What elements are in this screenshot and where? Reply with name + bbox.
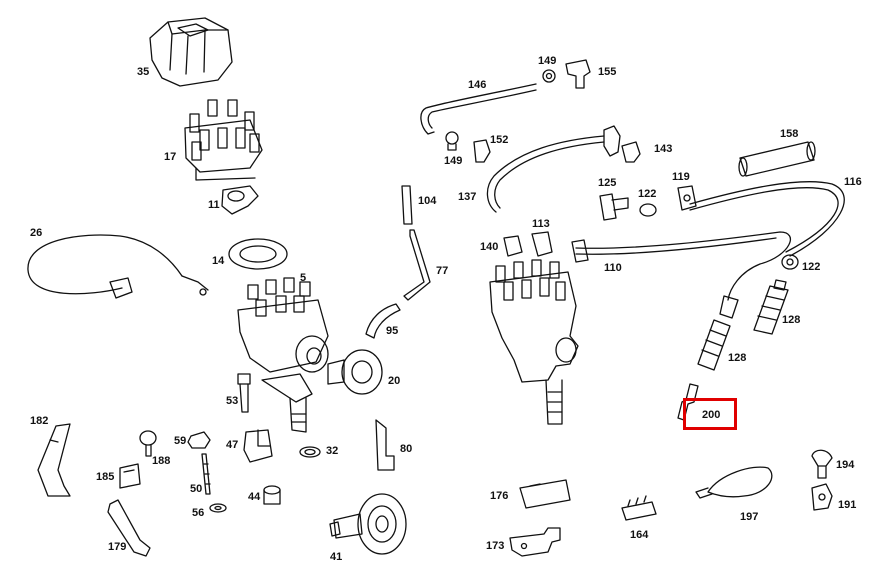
part-number-119: 119 [672, 171, 690, 183]
part-number-32: 32 [326, 445, 338, 457]
part-number-137: 137 [458, 191, 476, 203]
screw-188[interactable] [139, 430, 157, 457]
part-number-149-top: 149 [538, 55, 556, 67]
part-number-146: 146 [468, 79, 486, 91]
nut-59[interactable] [187, 431, 211, 449]
part-number-56: 56 [192, 507, 204, 519]
part-number-80: 80 [400, 443, 412, 455]
part-number-122-right: 122 [802, 261, 820, 273]
rotor-11[interactable] [221, 185, 259, 215]
drive-gear-41[interactable] [329, 493, 407, 555]
fitting-149[interactable] [445, 131, 459, 151]
part-number-158: 158 [780, 128, 798, 140]
part-number-128-left: 128 [728, 352, 746, 364]
bracket-179[interactable] [107, 499, 151, 557]
hose-elbow-95[interactable] [365, 303, 401, 339]
ht-cable-110[interactable] [571, 231, 792, 301]
distributor-cap-17[interactable] [184, 99, 263, 181]
part-number-143: 143 [654, 143, 672, 155]
boot-122-right[interactable] [781, 254, 799, 270]
part-number-152: 152 [490, 134, 508, 146]
vacuum-unit-20[interactable] [327, 349, 383, 395]
clip-185[interactable] [119, 463, 141, 489]
ht-cable-137[interactable] [486, 125, 621, 213]
part-number-176: 176 [490, 490, 508, 502]
sleeve-158[interactable] [738, 141, 816, 177]
connector-113[interactable] [531, 231, 553, 257]
part-number-104: 104 [418, 195, 437, 207]
distributor-cap-cover-35[interactable] [149, 17, 233, 87]
part-number-47: 47 [226, 439, 238, 451]
o-ring-32[interactable] [299, 446, 321, 458]
part-number-113: 113 [532, 218, 550, 230]
elbow-connector-155[interactable] [565, 59, 591, 89]
terminal-200[interactable] [677, 383, 699, 421]
part-number-197: 197 [740, 511, 758, 523]
vacuum-hose-77[interactable] [403, 229, 431, 301]
clip-194[interactable] [811, 449, 833, 479]
part-number-179: 179 [108, 541, 126, 553]
bracket-173[interactable] [509, 527, 561, 557]
distributor-body-right[interactable] [489, 259, 579, 425]
ignition-cable-26[interactable] [27, 234, 209, 299]
part-number-122: 122 [638, 188, 656, 200]
part-number-188: 188 [152, 455, 170, 467]
bushing-44[interactable] [263, 485, 281, 505]
part-number-182: 182 [30, 415, 48, 427]
washer-56[interactable] [209, 503, 227, 513]
part-number-128-right: 128 [782, 314, 800, 326]
clip-191[interactable] [811, 483, 833, 511]
bracket-47[interactable] [243, 429, 273, 463]
part-number-200: 200 [702, 409, 720, 421]
clip-119[interactable] [677, 185, 697, 211]
vacuum-tube-104[interactable] [401, 185, 413, 225]
clamp-164[interactable] [621, 495, 657, 521]
part-number-116: 116 [844, 176, 862, 188]
connector-143[interactable] [621, 141, 641, 163]
part-number-50: 50 [190, 483, 202, 495]
part-number-5: 5 [300, 272, 306, 284]
part-number-20: 20 [388, 375, 400, 387]
part-number-53: 53 [226, 395, 238, 407]
fitting-149-top[interactable] [542, 69, 556, 83]
part-number-35: 35 [137, 66, 149, 78]
bracket-182[interactable] [37, 423, 71, 497]
part-number-164: 164 [630, 529, 649, 541]
part-number-26: 26 [30, 227, 42, 239]
part-number-185: 185 [96, 471, 114, 483]
part-number-173: 173 [486, 540, 504, 552]
part-number-11: 11 [208, 199, 220, 211]
part-number-140: 140 [480, 241, 498, 253]
connector-152[interactable] [473, 139, 491, 163]
bolt-53[interactable] [237, 373, 251, 413]
part-number-110: 110 [604, 262, 622, 274]
hose-bend-80[interactable] [375, 419, 395, 471]
part-number-77: 77 [436, 265, 448, 277]
highlight-box-200 [683, 398, 737, 430]
part-number-155: 155 [598, 66, 616, 78]
gasket-ring-14[interactable] [228, 238, 288, 270]
part-number-194: 194 [836, 459, 855, 471]
ht-cable-116[interactable] [689, 181, 845, 257]
cover-176[interactable] [519, 479, 571, 509]
part-number-95: 95 [386, 325, 398, 337]
part-number-14: 14 [212, 255, 225, 267]
part-number-44: 44 [248, 491, 261, 503]
part-number-59: 59 [174, 435, 186, 447]
part-number-17: 17 [164, 151, 176, 163]
part-number-41: 41 [330, 551, 342, 563]
connector-140[interactable] [503, 235, 523, 257]
connector-125[interactable] [599, 193, 629, 221]
cable-tie-197[interactable] [695, 466, 773, 499]
boot-122[interactable] [639, 203, 657, 217]
part-number-149: 149 [444, 155, 462, 167]
vacuum-line-146[interactable] [420, 83, 537, 135]
part-number-125: 125 [598, 177, 616, 189]
plug-connector-128-right[interactable] [753, 279, 789, 335]
stud-50[interactable] [201, 453, 211, 495]
part-number-191: 191 [838, 499, 856, 511]
plug-connector-128-left[interactable] [697, 295, 739, 371]
distributor-assembly-5[interactable] [237, 277, 329, 433]
